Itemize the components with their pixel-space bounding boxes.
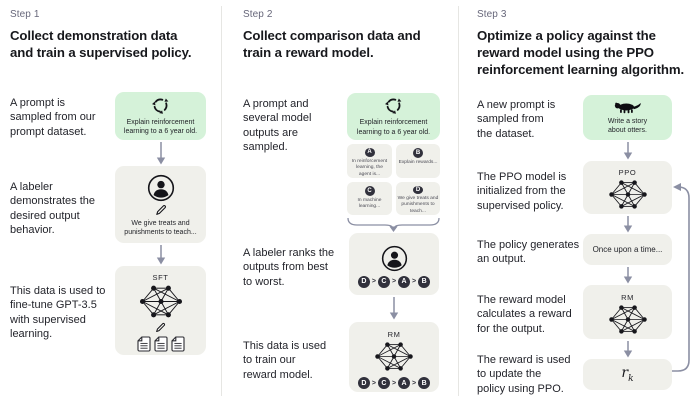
- neural-network-icon: [373, 340, 415, 373]
- down-arrow: [388, 297, 400, 320]
- step2-rm-box: RM D > C >: [349, 322, 439, 392]
- step3-label: Step 3: [477, 9, 507, 20]
- step2-prompt-box: Explain reinforcement learning to a 6 ye…: [347, 93, 440, 140]
- rank-badge: D: [357, 275, 370, 288]
- step3-ppo-box: PPO: [583, 161, 672, 214]
- rm-label: RM: [621, 292, 634, 302]
- rank-separator: >: [412, 278, 417, 285]
- step3-caption-ppo-init: The PPO model is initialized from the su…: [477, 171, 567, 212]
- neural-network-icon: [607, 178, 649, 211]
- rank-badge: A: [398, 275, 411, 288]
- brace-arrow: [347, 217, 440, 232]
- output-badge-d: D: [413, 186, 423, 194]
- rank-separator: >: [391, 278, 397, 285]
- step1-caption-finetune: This data is used to fine-tune GPT-3.5 w…: [10, 285, 106, 340]
- down-arrow: [622, 142, 634, 160]
- step2-labeler-box: D > C > A > B: [349, 233, 439, 295]
- step2-label: Step 2: [243, 9, 273, 20]
- step3-output-box: Once upon a time...: [583, 234, 672, 265]
- step3-caption-generates: The policy generates an output.: [477, 239, 580, 266]
- rank-badge: D: [357, 377, 370, 389]
- sampling-cycle-icon: [151, 96, 170, 115]
- step1-labeler-box: We give treats and punishments to teach.…: [115, 166, 206, 243]
- column-divider: [458, 6, 459, 396]
- step3-prompt-box: Write a story about otters.: [583, 95, 672, 140]
- rm-label: RM: [387, 330, 401, 339]
- down-arrow: [622, 341, 634, 358]
- neural-network-icon: [607, 303, 649, 336]
- column-divider: [221, 6, 222, 396]
- down-arrow: [622, 267, 634, 284]
- otter-icon: [613, 100, 643, 114]
- documents-icon: [136, 336, 185, 352]
- step3-output-text: Once upon a time...: [592, 245, 663, 254]
- step1-sft-box: SFT: [115, 266, 206, 355]
- ranking-row: D > C > A > B: [357, 377, 431, 389]
- rank-badge: B: [418, 377, 431, 389]
- down-arrow: [155, 142, 167, 165]
- output-box-b: B Explain rewards...: [396, 144, 440, 178]
- step1-column: Step 1 Collect demonstration data and tr…: [0, 0, 221, 401]
- ranking-row: D > C > A > B: [357, 275, 431, 288]
- output-badge-a: A: [364, 148, 375, 157]
- rank-badge: C: [377, 275, 390, 288]
- feedback-loop-arrow: [458, 0, 698, 401]
- step2-heading: Collect comparison data and train a rewa…: [243, 28, 421, 60]
- output-text-b: Explain rewards...: [398, 160, 438, 165]
- rank-separator: >: [412, 379, 417, 387]
- step1-prompt-box: Explain reinforcement learning to a 6 ye…: [115, 92, 206, 140]
- rank-badge: A: [398, 377, 411, 389]
- ppo-label: PPO: [618, 168, 637, 177]
- pencil-icon: [155, 322, 166, 333]
- output-text-d: We give treats and punishments to teach.…: [397, 195, 439, 214]
- step1-heading: Collect demonstration data and train a s…: [10, 28, 192, 60]
- step3-caption-new-prompt: A new prompt is sampled from the dataset…: [477, 99, 556, 140]
- rank-separator: >: [371, 278, 376, 285]
- sft-label: SFT: [152, 273, 169, 282]
- labeler-person-icon: [381, 245, 408, 272]
- step3-prompt-text: Write a story about otters.: [607, 117, 648, 134]
- output-box-c: C In machine learning...: [347, 182, 392, 215]
- step2-caption-train: This data is used to train our reward mo…: [243, 340, 327, 381]
- reward-value: rk: [621, 365, 634, 384]
- step2-caption-sampled: A prompt and several model outputs are s…: [243, 98, 312, 153]
- sampling-cycle-icon: [384, 96, 403, 115]
- step2-column: Step 2 Collect comparison data and train…: [221, 0, 458, 401]
- step3-caption-reward-calc: The reward model calculates a reward for…: [477, 294, 572, 335]
- output-box-a: A In reinforcement learning, the agent i…: [347, 144, 392, 178]
- step1-caption-labeler: A labeler demonstrates the desired outpu…: [10, 181, 95, 236]
- step2-prompt-text: Explain reinforcement learning to a 6 ye…: [356, 119, 431, 136]
- step1-prompt-text: Explain reinforcement learning to a 6 ye…: [123, 118, 198, 135]
- step3-column: Step 3 Optimize a policy against the rew…: [458, 0, 698, 401]
- rank-separator: >: [371, 379, 376, 387]
- step3-rm-box: RM: [583, 285, 672, 339]
- rank-badge: B: [418, 275, 431, 288]
- rank-separator: >: [391, 379, 397, 387]
- down-arrow: [155, 245, 167, 265]
- step1-labeler-text: We give treats and punishments to teach.…: [124, 219, 197, 236]
- down-arrow: [622, 216, 634, 233]
- step3-reward-box: rk: [583, 359, 672, 390]
- output-text-a: In reinforcement learning, the agent is.…: [351, 158, 388, 177]
- step3-caption-update: The reward is used to update the policy …: [477, 354, 571, 395]
- labeler-person-icon: [147, 174, 175, 202]
- neural-network-icon: [138, 283, 184, 320]
- rank-badge: C: [377, 377, 390, 389]
- pencil-icon: [155, 204, 167, 216]
- output-box-d: D We give treats and punishments to teac…: [396, 182, 440, 215]
- step1-caption-prompt: A prompt is sampled from our prompt data…: [10, 97, 96, 138]
- step1-label: Step 1: [10, 9, 40, 20]
- step3-heading: Optimize a policy against the reward mod…: [477, 28, 685, 77]
- output-text-c: In machine learning...: [357, 198, 382, 210]
- output-badge-c: C: [364, 186, 375, 196]
- step2-caption-ranks: A labeler ranks the outputs from best to…: [243, 247, 335, 288]
- output-badge-b: B: [413, 148, 423, 158]
